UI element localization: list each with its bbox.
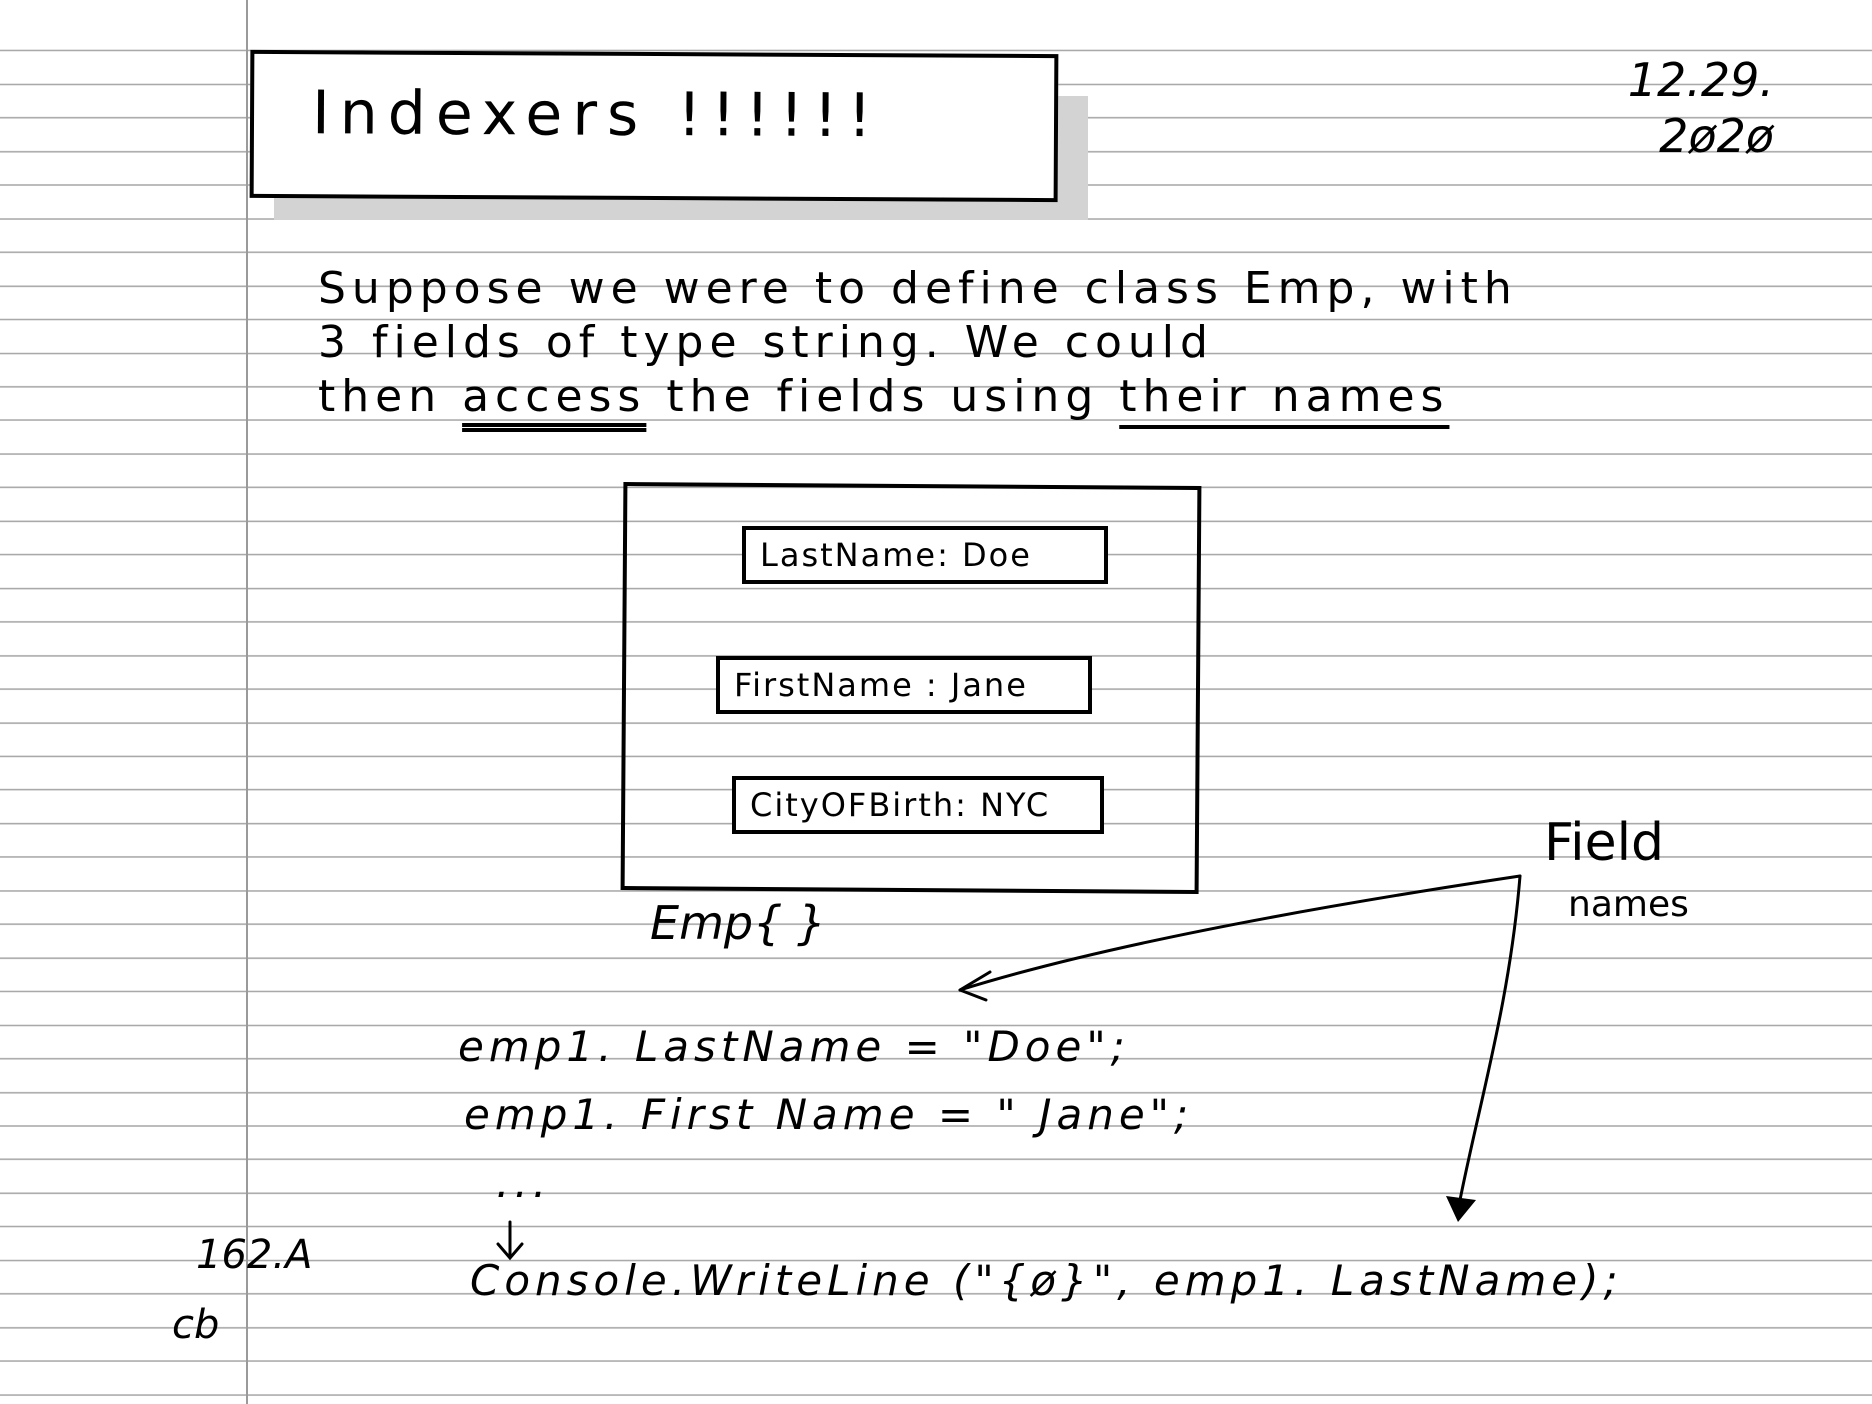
code-line-1: emp1. LastName = "Doe"; — [458, 1022, 1130, 1071]
date: 12.29. 2ø2ø — [1628, 52, 1774, 164]
arrow-to-lastname — [958, 874, 1522, 992]
arrow-to-writeline — [1458, 874, 1522, 1202]
page-number: 162.A — [196, 1232, 313, 1278]
para-line3-mid: the fields using — [646, 371, 1120, 422]
code-line-3: ... — [496, 1158, 552, 1207]
para-line3-pre: then — [318, 371, 463, 422]
margin-line — [246, 0, 248, 1404]
arrowhead-lastname — [958, 970, 992, 1002]
field-names-annotation: Field names — [1544, 812, 1689, 936]
down-arrow — [496, 1220, 524, 1261]
author-initials: cb — [172, 1302, 220, 1348]
field-box-firstname: FirstName : Jane — [716, 656, 1092, 714]
code-line-2: emp1. First Name = " Jane"; — [464, 1090, 1194, 1139]
para-line1: Suppose we were to define class Emp, wit… — [318, 263, 1518, 314]
field-box-cityofbirth: CityOFBirth: NYC — [732, 776, 1104, 834]
field-box-lastname: LastName: Doe — [742, 526, 1108, 584]
underlined-their-names: their names — [1119, 371, 1450, 422]
para-line2: 3 fields of type string. We could — [318, 317, 1214, 368]
annotation-line2: names — [1568, 884, 1689, 925]
date-line1: 12.29. — [1627, 53, 1774, 107]
para-line3: then access the fields using their names — [318, 370, 1518, 424]
underlined-access: access — [462, 371, 647, 422]
arrowhead-writeline — [1446, 1196, 1476, 1222]
code-line-4: Console.WriteLine ("{ø}", emp1. LastName… — [470, 1256, 1623, 1305]
class-label: Emp{ } — [650, 896, 827, 950]
intro-paragraph: Suppose we were to define class Emp, wit… — [318, 262, 1518, 424]
date-line2: 2ø2ø — [1659, 109, 1774, 163]
annotation-line1: Field — [1544, 813, 1665, 873]
